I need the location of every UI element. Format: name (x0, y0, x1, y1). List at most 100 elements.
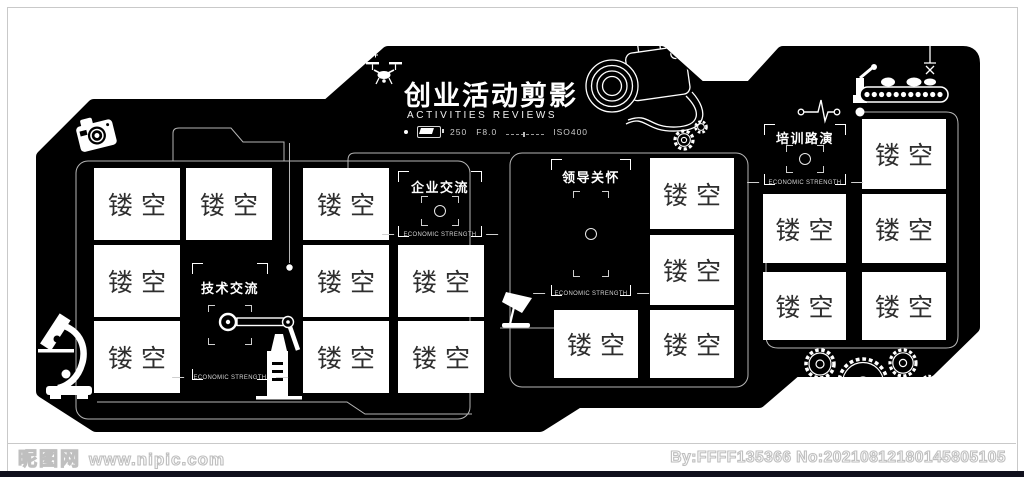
bottom-strip (0, 471, 1024, 477)
exposure-scale-icon (506, 132, 545, 137)
right-panel-outline (765, 111, 959, 349)
frame-label: 镂空 (411, 268, 478, 297)
photo-frame: 镂空 (650, 235, 734, 305)
bracket-corner-icon (551, 285, 562, 296)
bracket-corner-icon (786, 166, 793, 173)
watermark-left: 昵图网 www.nipic.com (17, 444, 226, 471)
middle-panel-outline (509, 152, 749, 388)
section-training: 培训路演 ECONOMIC STRENGTH (747, 124, 863, 186)
focus-brackets (573, 191, 609, 277)
battery-icon (417, 126, 444, 138)
bracket-corner-icon (398, 171, 409, 182)
iso-value: ISO400 (553, 127, 589, 137)
frame-label: 镂空 (566, 331, 633, 360)
bracket-corner-icon (573, 270, 580, 277)
watermark-bar: 昵图网 www.nipic.com By:FFFF135366 No:20210… (8, 443, 1016, 471)
photo-frame: 镂空 (94, 245, 180, 317)
drone-icon (366, 52, 402, 85)
bracket-corner-icon (471, 171, 482, 182)
tagline-rule (275, 377, 288, 378)
bracket-corner-icon (245, 305, 252, 312)
frame-label: 镂空 (316, 268, 383, 297)
bracket-corner-icon (398, 226, 409, 237)
section-title: 企业交流 (410, 180, 469, 195)
photo-frame: 镂空 (650, 158, 734, 229)
frame-label: 镂空 (775, 293, 842, 322)
frame-label: 镂空 (874, 293, 941, 322)
bracket-corner-icon (835, 124, 846, 135)
bracket-corner-icon (602, 191, 609, 198)
photo-frame: 镂空 (554, 310, 638, 378)
bracket-corner-icon (573, 191, 580, 198)
bracket-corner-icon (245, 338, 252, 345)
frame-label: 镂空 (107, 344, 174, 373)
camera-settings: 250 F8.0 ISO400 (404, 126, 588, 138)
focus-point-icon (434, 205, 446, 217)
frame-label: 镂空 (316, 344, 383, 373)
frame-label: 镂空 (107, 191, 174, 220)
frame-label: 镂空 (411, 344, 478, 373)
photo-frame: 镂空 (303, 321, 389, 393)
photo-frame: 镂空 (650, 310, 734, 378)
focus-brackets (421, 196, 459, 226)
tagline-rule (172, 377, 185, 378)
section-enterprise: 企业交流 ECONOMIC STRENGTH (382, 171, 498, 237)
panel-node-dot (855, 107, 865, 117)
circuit-node-dot (286, 264, 293, 271)
bracket-corner-icon (602, 270, 609, 277)
section-title: 培训路演 (775, 131, 834, 146)
left-panel-tab-outline (172, 127, 285, 161)
bracket-corner-icon (257, 369, 268, 380)
page-subtitle: ACTIVITIES REVIEWS (407, 110, 558, 121)
photo-frame: 镂空 (94, 321, 180, 393)
gear-icon (673, 120, 708, 151)
focus-point-icon (585, 228, 597, 240)
bracket-corner-icon (764, 174, 775, 185)
bracket-corner-icon (421, 196, 428, 203)
robot-arm-icon (218, 312, 302, 400)
section-leadership: 领导关怀 ECONOMIC STRENGTH (533, 159, 649, 297)
tagline-text: ECONOMIC STRENGTH (403, 231, 477, 238)
frame-label: 镂空 (662, 257, 729, 286)
microscope-icon (38, 313, 92, 399)
frame-label: 镂空 (775, 215, 842, 245)
bracket-corner-icon (620, 285, 631, 296)
section-tagline: ECONOMIC STRENGTH (172, 374, 288, 381)
focus-point-icon (799, 153, 811, 165)
section-title: 技术交流 (200, 281, 259, 296)
tagline-rule (747, 182, 760, 183)
photo-frame: 镂空 (398, 245, 484, 317)
tagline-text: ECONOMIC STRENGTH (554, 290, 628, 297)
photo-frame: 镂空 (763, 194, 846, 263)
bracket-corner-icon (192, 369, 203, 380)
focus-brackets (786, 145, 824, 173)
conveyor-belt-icon (853, 64, 949, 103)
bracket-corner-icon (835, 174, 846, 185)
bottom-circuit-line (97, 401, 472, 415)
dslr-camera-icon (585, 46, 704, 132)
site-logo: 昵图网 (17, 448, 82, 470)
bracket-corner-icon (817, 145, 824, 152)
tagline-rule (636, 293, 649, 294)
frame-label: 镂空 (874, 215, 941, 245)
bracket-corner-icon (620, 159, 631, 170)
photo-frame: 镂空 (862, 194, 946, 263)
credit-text: By:FFFF135366 No:20210812180145805105 (670, 448, 1006, 466)
bracket-corner-icon (208, 338, 215, 345)
bracket-corner-icon (192, 263, 203, 274)
section-tagline: ECONOMIC STRENGTH (382, 231, 498, 238)
frame-label: 镂空 (107, 268, 174, 297)
bracket-corner-icon (786, 145, 793, 152)
bracket-corner-icon (421, 219, 428, 226)
indicator-dot (404, 130, 408, 134)
tagline-text: ECONOMIC STRENGTH (768, 179, 842, 186)
photo-frame: 镂空 (186, 168, 272, 240)
photo-frame: 镂空 (862, 119, 946, 189)
section-title: 领导关怀 (561, 170, 620, 185)
site-url: www.nipic.com (88, 449, 226, 469)
shutter-value: 250 (450, 127, 468, 137)
heartbeat-icon (797, 99, 841, 124)
crane-hook-icon (924, 46, 936, 86)
